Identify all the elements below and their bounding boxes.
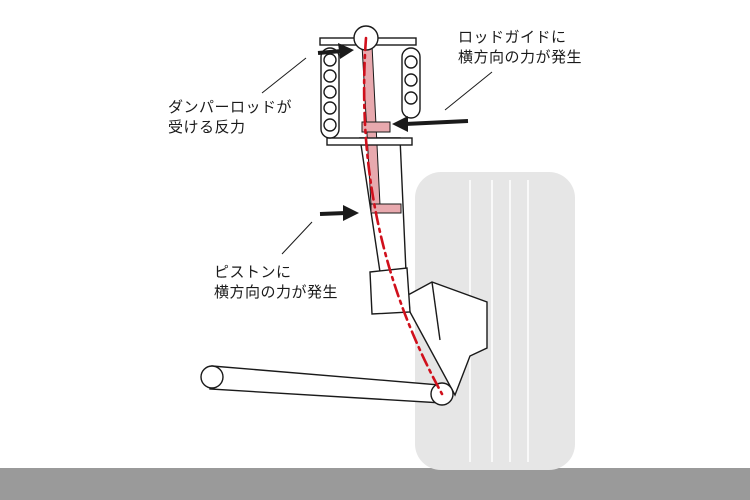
piston-label-line2: 横方向の力が発生 [214, 283, 339, 301]
arm-inner-bushing [200, 365, 224, 389]
strut-bracket [369, 267, 411, 315]
top-mount-force-arrow [317, 49, 343, 55]
ground-strip [0, 468, 750, 500]
load-path-line [362, 36, 444, 396]
damper-rod-leader-line [261, 57, 307, 94]
force-arrows [317, 43, 469, 221]
rod-guide-leader-line [444, 71, 493, 111]
piston-label-line1: ピストンに [214, 263, 292, 281]
knuckle-edge [431, 281, 441, 341]
rod-guide-label: ロッドガイドに 横方向の力が発生 [458, 27, 582, 67]
coil-spring-left [320, 47, 340, 139]
rod-guide-force-arrow [404, 119, 469, 126]
rod-guide-label-line2: 横方向の力が発生 [458, 48, 583, 66]
piston-arrowhead [343, 205, 359, 221]
rod-guide-label-line1: ロッドガイドに [458, 28, 567, 46]
damper-rod-label-line1: ダンパーロッドが [168, 98, 293, 116]
hub-knuckle [407, 281, 488, 397]
piston-leader-line [281, 221, 313, 255]
piston [370, 203, 402, 214]
piston-label: ピストンに 横方向の力が発生 [214, 262, 338, 302]
damper-rod-label-line2: 受ける反力 [168, 118, 246, 136]
coil-spring-right [401, 47, 421, 119]
lower-spring-seat [326, 137, 413, 146]
top-mount-arrowhead [338, 43, 354, 59]
rod-guide-arrowhead [392, 116, 408, 132]
piston-force-arrow [319, 211, 347, 216]
damper-rod-label: ダンパーロッドが 受ける反力 [168, 97, 292, 137]
rod-guide [361, 121, 391, 133]
